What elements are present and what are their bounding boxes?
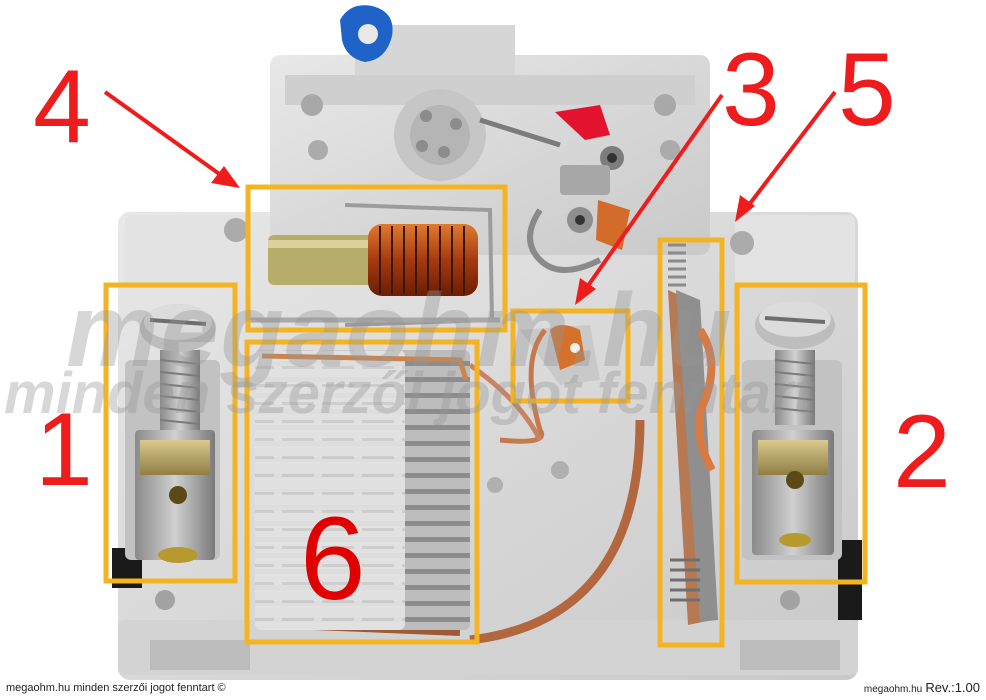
terminal-1 [112, 304, 220, 588]
frame-terminal-2 [734, 282, 868, 585]
arc-chute [255, 350, 470, 630]
arrow-5 [743, 90, 837, 212]
revision-label: Rev.:1.00 [925, 680, 980, 695]
frame-terminal-1 [103, 282, 238, 584]
magnetic-trip-coil [250, 203, 500, 327]
arrow-3 [583, 93, 724, 292]
label-6: 6 [300, 493, 366, 625]
label-1: 1 [35, 392, 93, 508]
frame-bimetal [657, 237, 725, 648]
label-3: 3 [722, 32, 780, 148]
latch-mechanism [527, 105, 630, 273]
frame-arc-chute [244, 339, 480, 645]
arrow-4-head [211, 166, 240, 188]
pointer-arrows [103, 90, 837, 305]
label-5: 5 [838, 32, 896, 148]
highlight-frames [103, 184, 868, 648]
terminal-2 [742, 301, 862, 620]
copyright-notice: megaohm.hu minden szerzői jogot fenntart… [6, 682, 226, 694]
blue-clip [340, 5, 393, 62]
arrow-4 [103, 90, 227, 180]
label-2: 2 [893, 394, 951, 510]
moving-contact [499, 325, 600, 444]
frame-contact [510, 308, 631, 404]
label-4: 4 [33, 49, 91, 165]
bimetal-strip [668, 243, 718, 625]
revision-info: megaohm.hu Rev.:1.00 [864, 680, 980, 695]
trip-mechanism-wheel [394, 89, 561, 181]
footer-site: megaohm.hu [863, 684, 923, 695]
frame-coil [245, 184, 508, 333]
arrow-5-head [735, 195, 755, 222]
arrow-3-head [575, 278, 596, 305]
watermark-large: megaohm.hu [66, 273, 734, 389]
watermark-small: minden szerzői jogot fenntart [4, 361, 813, 426]
